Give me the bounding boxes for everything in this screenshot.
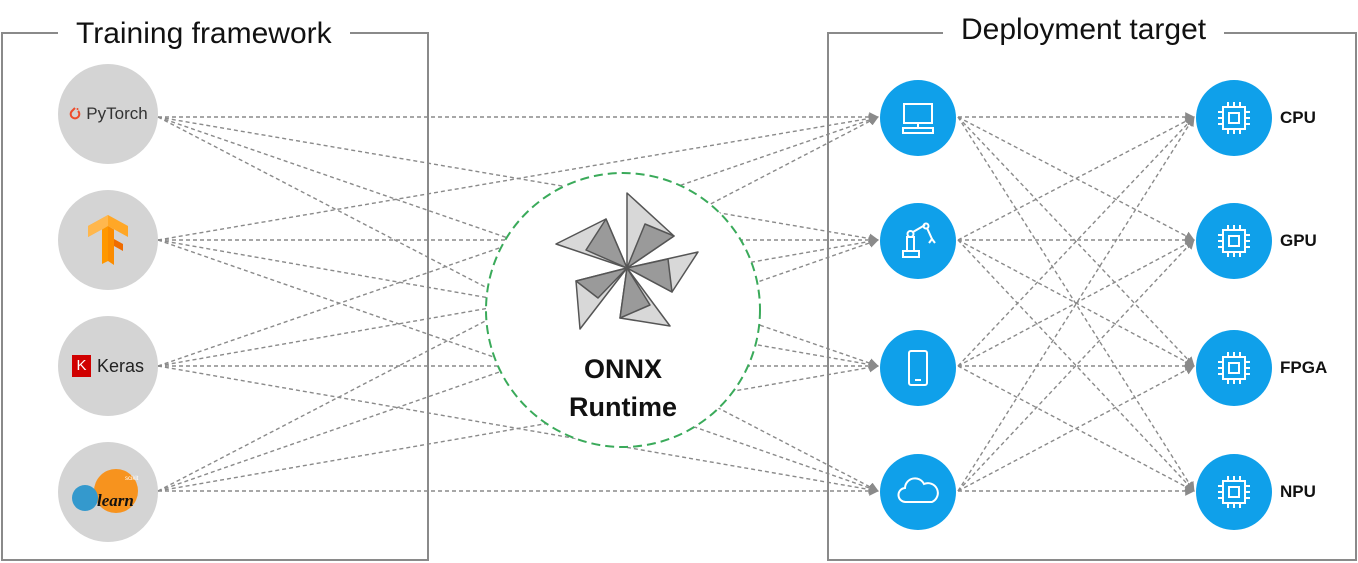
target-label-npu: NPU	[1280, 482, 1316, 501]
framework-node-keras: K Keras	[58, 316, 158, 416]
pytorch-flame-icon	[69, 107, 81, 120]
keras-label: Keras	[96, 355, 145, 376]
keras-badge: K	[71, 355, 91, 377]
chip-icon	[1218, 225, 1250, 257]
device-node-mobile	[880, 330, 956, 406]
onnx-runtime-line1: ONNX	[583, 354, 662, 384]
desktop-icon	[902, 103, 934, 134]
deployment-target-title: Deployment target	[943, 12, 1225, 48]
target-label-fpga: FPGA	[1280, 358, 1328, 377]
framework-node-tensorflow	[58, 190, 158, 290]
device-to-target-connector	[957, 116, 1195, 492]
device-to-target-connector	[957, 239, 1195, 492]
chip-icon	[1218, 352, 1250, 384]
device-to-target-connector	[957, 116, 1195, 241]
target-node-npu	[1196, 454, 1272, 530]
cloud-icon	[897, 477, 939, 503]
device-to-target-connector	[957, 116, 1195, 367]
target-label-cpu: CPU	[1280, 108, 1316, 127]
framework-to-device-connector	[157, 362, 879, 492]
keras-logo: K Keras	[71, 355, 145, 377]
scikit-small-text: scikit	[125, 476, 139, 482]
target-node-fpga	[1196, 330, 1272, 406]
pytorch-label: PyTorch	[86, 104, 148, 123]
chip-icon	[1218, 102, 1250, 134]
robot-arm-icon	[902, 222, 936, 258]
framework-to-device-connector	[157, 116, 879, 492]
learn-text: learn	[97, 491, 134, 510]
target-node-cpu	[1196, 80, 1272, 156]
onnx-runtime-line2: Runtime	[569, 392, 677, 422]
target-label-gpu: GPU	[1280, 231, 1317, 250]
device-node-desktop	[880, 80, 956, 156]
scikit-learn-logo: scikit learn	[72, 469, 139, 513]
device-node-robot	[880, 203, 956, 279]
device-to-target-connector	[957, 116, 1195, 492]
framework-to-device-connector	[157, 113, 879, 241]
device-to-target-connector	[957, 239, 1195, 367]
device-to-target-connector	[957, 239, 1195, 492]
framework-node-pytorch: PyTorch	[58, 64, 158, 164]
device-to-target-connector	[957, 365, 1195, 492]
pytorch-logo: PyTorch	[68, 104, 148, 124]
framework-node-scikit-learn: scikit learn	[58, 442, 158, 542]
device-node-cloud	[880, 454, 956, 530]
onnx-runtime-logo	[555, 192, 699, 330]
tensorflow-logo	[88, 215, 128, 265]
mobile-icon	[908, 350, 928, 386]
training-framework-title: Training framework	[58, 16, 350, 52]
target-node-gpu	[1196, 203, 1272, 279]
framework-to-device-connector	[157, 116, 879, 492]
chip-icon	[1218, 476, 1250, 508]
